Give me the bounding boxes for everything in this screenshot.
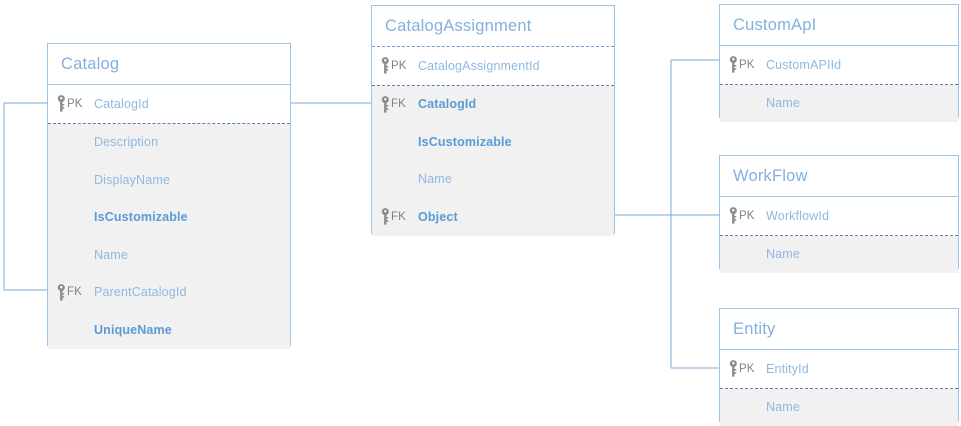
attribute-section: Name: [720, 235, 958, 274]
field-name: Name: [94, 247, 128, 262]
field-name: WorkflowId: [766, 208, 830, 223]
primary-key-section: PK WorkflowId: [720, 197, 958, 236]
key-icon: [57, 95, 66, 112]
field-key-cell: PK: [720, 56, 766, 73]
key-icon: [729, 207, 738, 224]
field-row[interactable]: IsCustomizable: [48, 199, 290, 237]
field-name: ParentCatalogId: [94, 285, 187, 300]
field-name: CatalogAssignmentId: [418, 58, 540, 73]
primary-key-section: PK CatalogAssignmentId: [372, 47, 614, 86]
field-name: CustomAPIId: [766, 57, 842, 72]
key-icon: [729, 56, 738, 73]
field-key-cell: FK: [372, 208, 418, 225]
entity-title: WorkFlow: [720, 156, 958, 197]
key-icon: [381, 208, 390, 225]
entity-title: CustomApI: [720, 5, 958, 46]
field-name: CatalogId: [418, 97, 477, 112]
field-name: Name: [418, 172, 452, 187]
primary-key-section: PK EntityId: [720, 350, 958, 389]
field-row[interactable]: IsCustomizable: [372, 123, 614, 161]
field-row[interactable]: PK WorkflowId: [720, 197, 958, 235]
key-icon: [729, 360, 738, 377]
field-key-cell: PK: [372, 57, 418, 74]
field-row[interactable]: PK CustomAPIId: [720, 46, 958, 84]
key-tag: FK: [391, 98, 406, 111]
field-name: UniqueName: [94, 322, 172, 337]
field-key-cell: FK: [372, 95, 418, 113]
primary-key-section: PK CatalogId: [48, 85, 290, 124]
field-row[interactable]: FK ParentCatalogId: [48, 274, 290, 312]
field-row[interactable]: FK CatalogId: [372, 86, 614, 124]
field-name: Name: [766, 247, 800, 262]
field-name: Name: [766, 96, 800, 111]
field-row[interactable]: FK Object: [372, 198, 614, 236]
key-icon: [381, 57, 390, 74]
field-row[interactable]: Name: [720, 389, 958, 426]
entity-title: Entity: [720, 309, 958, 350]
key-tag: FK: [67, 286, 82, 299]
key-tag: PK: [739, 362, 755, 375]
key-tag: PK: [67, 97, 83, 110]
field-name: EntityId: [766, 361, 809, 376]
attribute-section: Name: [720, 84, 958, 123]
field-row[interactable]: PK CatalogId: [48, 85, 290, 123]
field-row[interactable]: Name: [48, 236, 290, 274]
field-name: IsCustomizable: [94, 210, 188, 225]
field-row[interactable]: DisplayName: [48, 161, 290, 199]
field-row[interactable]: PK EntityId: [720, 350, 958, 388]
key-tag: PK: [391, 59, 407, 72]
field-key-cell: PK: [48, 95, 94, 112]
field-row[interactable]: Name: [720, 236, 958, 274]
field-name: Name: [766, 400, 800, 415]
entity-title: Catalog: [48, 44, 290, 85]
key-tag: FK: [391, 210, 406, 223]
key-icon: [381, 95, 390, 113]
field-name: Object: [418, 209, 458, 224]
key-tag: PK: [739, 209, 755, 222]
field-key-cell: PK: [720, 360, 766, 377]
primary-key-section: PK CustomAPIId: [720, 46, 958, 85]
field-name: DisplayName: [94, 172, 170, 187]
entity-title: CatalogAssignment: [372, 6, 614, 47]
field-name: CatalogId: [94, 96, 149, 111]
field-row[interactable]: Name: [372, 161, 614, 199]
field-name: IsCustomizable: [418, 134, 512, 149]
field-key-cell: FK: [48, 283, 94, 301]
key-icon: [57, 283, 66, 301]
field-row[interactable]: Name: [720, 85, 958, 123]
field-row[interactable]: Description: [48, 124, 290, 162]
field-key-cell: PK: [720, 207, 766, 224]
field-row[interactable]: UniqueName: [48, 311, 290, 349]
attribute-section: Name: [720, 388, 958, 426]
field-name: Description: [94, 135, 159, 150]
field-row[interactable]: PK CatalogAssignmentId: [372, 47, 614, 85]
key-tag: PK: [739, 58, 755, 71]
relationship-catalog-self: [3, 102, 47, 291]
